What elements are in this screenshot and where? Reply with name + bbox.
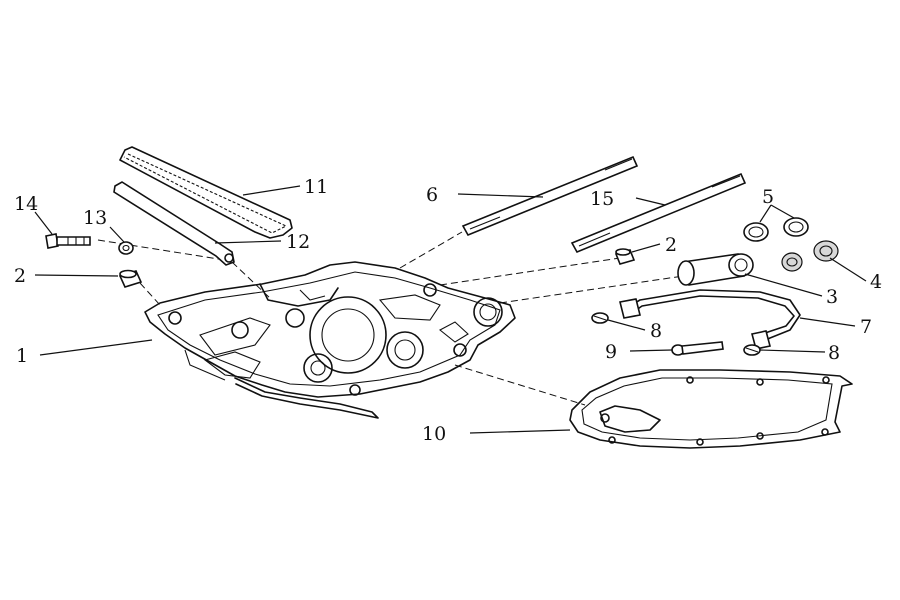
callout-3: 3 <box>826 286 838 308</box>
callout-9: 9 <box>605 341 617 363</box>
dowel-pin-left <box>118 269 143 288</box>
callout-2-left: 2 <box>14 265 26 287</box>
callout-1: 1 <box>16 345 28 367</box>
oil-pipe-part-7 <box>619 289 801 350</box>
callout-4: 4 <box>870 271 882 293</box>
bolt-part-14 <box>45 233 91 249</box>
bushing-part-3 <box>677 253 754 286</box>
callout-13: 13 <box>83 207 107 229</box>
callout-12: 12 <box>286 231 310 253</box>
callout-8-lower: 8 <box>828 342 840 364</box>
banjo-bolt-part-8-upper <box>591 312 609 324</box>
gasket-part-10 <box>569 369 853 449</box>
banjo-bolt-part-8-lower <box>743 344 761 356</box>
leader-lines <box>34 185 867 434</box>
screw-part-9 <box>671 341 724 356</box>
callout-8-upper: 8 <box>650 320 662 342</box>
callout-2-right: 2 <box>665 234 677 256</box>
assembly-dashed-lines <box>97 231 691 406</box>
crankcase-part-1 <box>144 261 516 419</box>
callout-7: 7 <box>860 316 872 338</box>
callout-6: 6 <box>426 184 438 206</box>
callout-15: 15 <box>590 188 614 210</box>
callout-11: 11 <box>304 176 328 198</box>
callout-5: 5 <box>762 186 774 208</box>
callout-labels: 1 2 2 3 4 5 6 7 8 8 9 10 11 12 13 14 15 <box>14 176 882 445</box>
callout-14: 14 <box>14 193 38 215</box>
washer-part-13 <box>118 241 134 255</box>
chain-guide-part-12 <box>113 181 235 266</box>
callout-10: 10 <box>422 423 446 445</box>
o-rings-part-5 <box>743 217 809 242</box>
dowel-pin-right <box>614 248 636 265</box>
stud-bolt-part-15 <box>570 172 747 254</box>
oil-seals-part-4 <box>781 240 839 272</box>
stud-bolt-part-6 <box>461 155 639 237</box>
cam-chain-part-11 <box>119 146 293 239</box>
